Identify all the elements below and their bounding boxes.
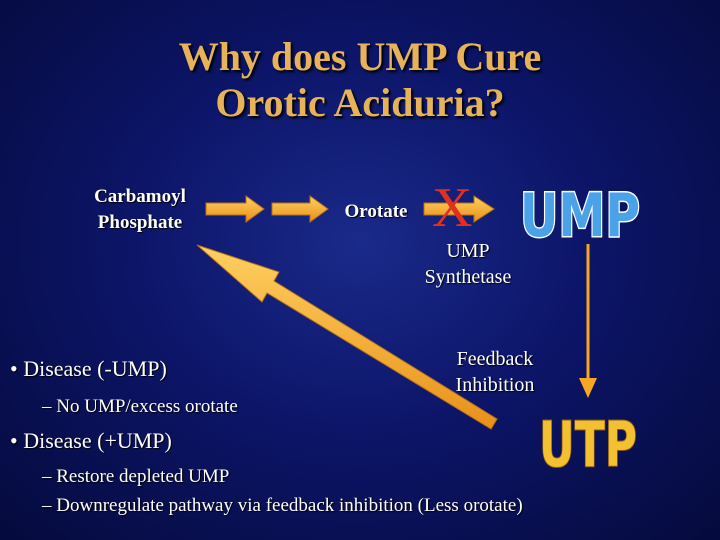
pathway-arrow-2 <box>271 195 329 223</box>
ump-to-utp-arrowhead <box>579 378 597 398</box>
bullet-restore-ump: – Restore depleted UMP <box>42 466 230 487</box>
carbamoyl-line-2: Phosphate <box>97 212 183 233</box>
block-x-mark: X <box>432 177 473 239</box>
bullet-disease-plus-ump: • Disease (+UMP) <box>10 428 172 453</box>
title-line-2: Orotic Aciduria? <box>215 80 505 125</box>
carbamoyl-line-1: Carbamoyl <box>94 186 186 207</box>
pathway-arrow-3 <box>423 195 495 223</box>
bullet-downregulate: – Downregulate pathway via feedback inhi… <box>42 495 523 516</box>
title-line-1: Why does UMP Cure <box>178 34 542 79</box>
feedback-inhibition-label: Feedback Inhibition <box>420 346 570 398</box>
ump-synthetase-label: UMP Synthetase <box>396 238 540 290</box>
feedback-line-1: Feedback <box>456 348 534 370</box>
enzyme-line-2: Synthetase <box>424 266 512 288</box>
utp-logo: UTP <box>539 408 637 481</box>
carbamoyl-phosphate-label: Carbamoyl Phosphate <box>70 184 210 236</box>
ump-logo: UMP <box>520 181 640 251</box>
feedback-line-2: Inhibition <box>455 374 535 396</box>
pathway-arrow-1 <box>205 195 265 223</box>
bullet-disease-minus-ump: • Disease (-UMP) <box>10 356 167 381</box>
feedback-arrow <box>196 244 498 430</box>
orotate-label: Orotate <box>344 201 408 222</box>
slide-title: Why does UMP Cure Orotic Aciduria? <box>0 34 720 126</box>
enzyme-line-1: UMP <box>446 240 490 262</box>
bullet-no-ump: – No UMP/excess orotate <box>42 396 238 417</box>
